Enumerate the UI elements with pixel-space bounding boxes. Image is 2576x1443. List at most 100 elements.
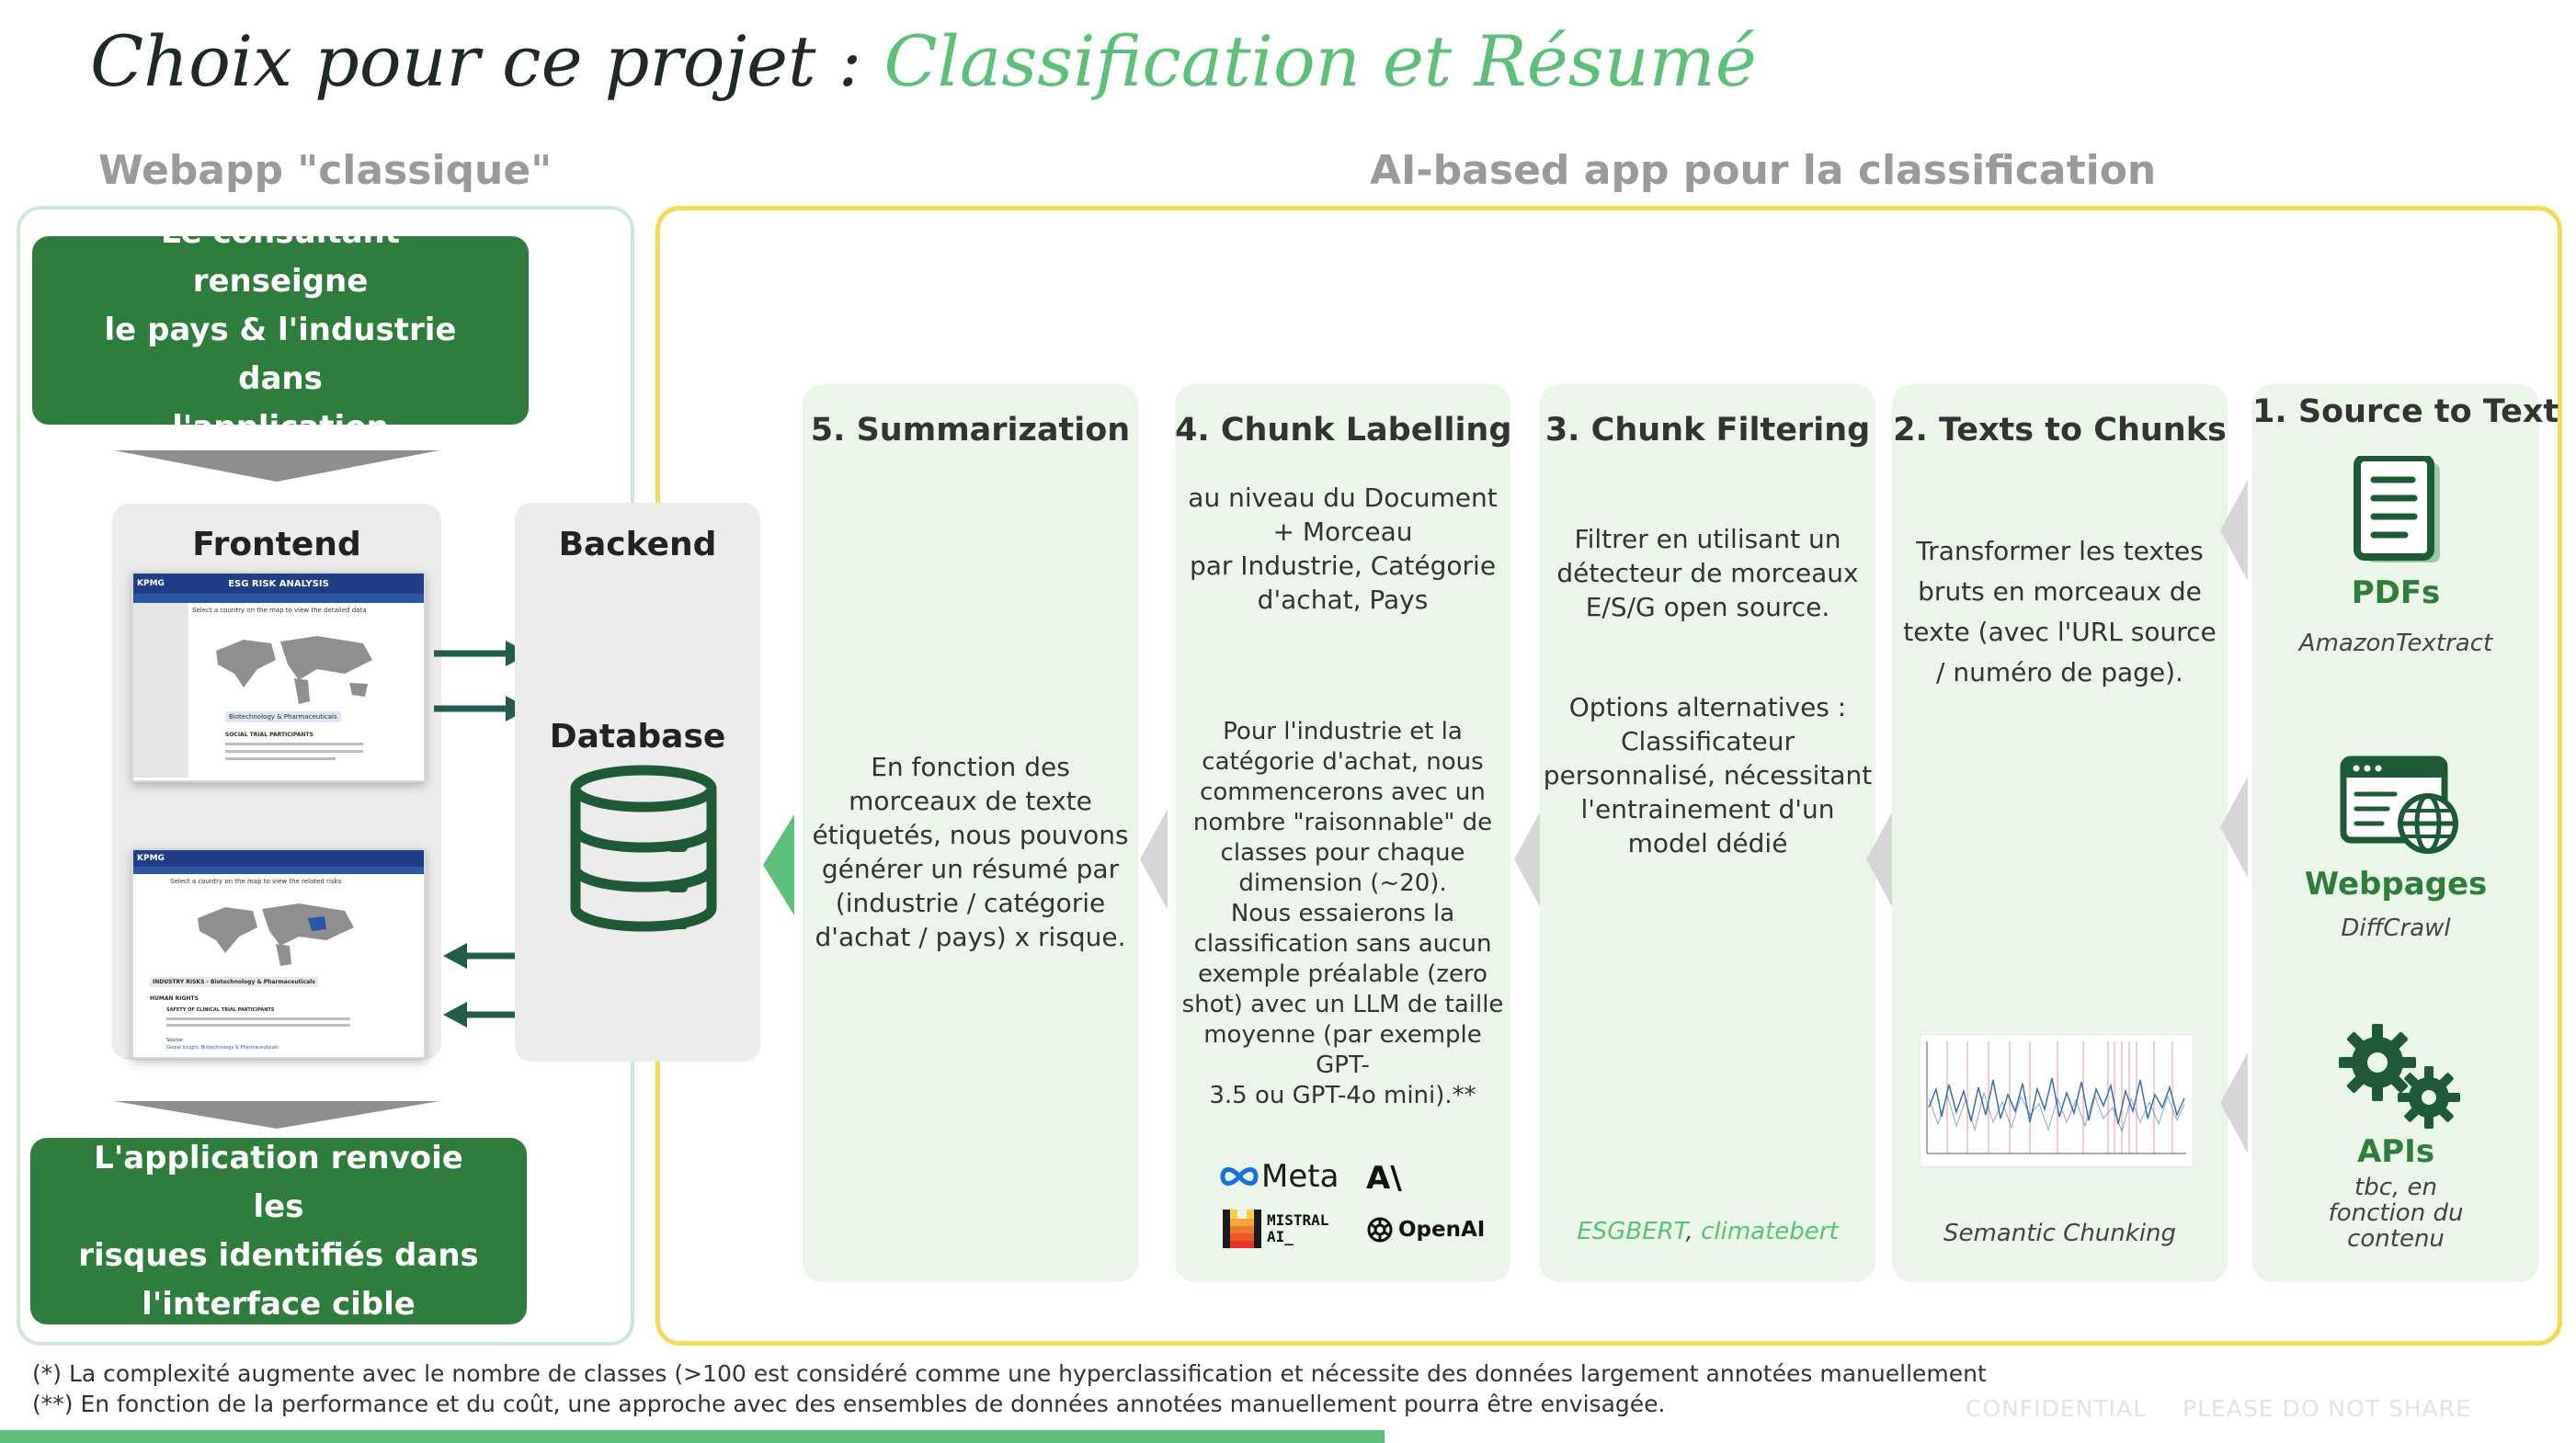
section-header-webapp: Webapp "classique": [98, 147, 553, 194]
down-arrow-icon: [114, 1101, 439, 1129]
meta-label: Meta: [1261, 1158, 1339, 1195]
input-box: Le consultant renseigne le pays & l'indu…: [32, 214, 529, 446]
chunks-tool: Semantic Chunking: [1943, 1220, 2177, 1247]
frontend-label: Frontend: [192, 526, 361, 563]
mistral-label: AI_: [1267, 1228, 1294, 1245]
esgbert-label: ESGBERT: [1577, 1218, 1686, 1245]
openai-label: OpenAI: [1398, 1218, 1486, 1242]
openai-logo: OpenAI: [1365, 1215, 1485, 1244]
frontend-screenshot-2: KPMG Select a country on the map to view…: [131, 848, 426, 1059]
mistral-logo: MISTRAL AI_: [1223, 1210, 1328, 1248]
screenshot-prompt: Select a country on the map to view the …: [170, 878, 342, 885]
text-line: moyenne (par exemple GPT-: [1203, 1021, 1482, 1079]
text-line: Transformer les textes: [1916, 536, 2204, 566]
screenshot-prompt: Select a country on the map to view the …: [192, 607, 367, 614]
left-arrow-icon: [763, 814, 794, 915]
pdfs-label: PDFs: [2351, 574, 2441, 611]
text-line: 3.5 ou GPT-4o mini).**: [1209, 1082, 1476, 1109]
text-line: texte (avec l'URL source: [1903, 617, 2217, 647]
text-line: catégorie d'achat, nous: [1202, 748, 1484, 776]
section-header-ai-app: AI-based app pour la classification: [1370, 147, 2157, 194]
backend-label: Backend: [558, 526, 717, 563]
text-line: contenu: [2347, 1225, 2445, 1253]
backend-panel: [515, 503, 760, 1062]
output-box: L'application renvoie les risques identi…: [30, 1138, 527, 1324]
text-line: Pour l'industrie et la: [1223, 718, 1463, 745]
text-line: model dédié: [1627, 828, 1788, 858]
summarization-title: 5. Summarization: [810, 412, 1131, 449]
filtering-text-1: Filtrer en utilisant un détecteur de mor…: [1540, 522, 1875, 624]
text-line: générer un résumé par: [821, 854, 1120, 884]
gears-icon: [2339, 1024, 2460, 1129]
mistral-label: MISTRAL: [1267, 1211, 1329, 1229]
meta-infinity-icon: [1220, 1167, 1259, 1186]
tools-separator: ,: [1685, 1218, 1702, 1245]
text-line: étiquetés, nous pouvons: [812, 820, 1129, 850]
text-line: + Morceau: [1272, 517, 1413, 547]
text-line: l'entrainement d'un: [1580, 794, 1835, 824]
filtering-text-2: Options alternatives : Classificateur pe…: [1540, 690, 1875, 860]
anthropic-logo: A\: [1366, 1160, 1402, 1197]
screenshot-link: Global Insight: Biotechnology & Pharmace…: [166, 1045, 279, 1051]
labelling-text-2: Pour l'industrie et la catégorie d'achat…: [1180, 717, 1506, 1111]
filtering-tools: ESGBERT, climatebert: [1540, 1218, 1875, 1245]
do-not-share-label: PLEASE DO NOT SHARE: [2183, 1395, 2471, 1422]
confidential-label: CONFIDENTIAL: [1966, 1395, 2148, 1422]
meta-logo: Meta: [1219, 1158, 1339, 1195]
openai-icon: [1367, 1217, 1393, 1243]
chunks-title: 2. Texts to Chunks: [1893, 412, 2227, 449]
filtering-title: 3. Chunk Filtering: [1544, 412, 1871, 449]
input-box-line: le pays & l'industrie dans: [104, 312, 457, 397]
screenshot-title: ESG RISK ANALYSIS: [228, 578, 329, 589]
apis-tool: tbc, en fonction du contenu: [2252, 1175, 2539, 1252]
document-icon: [2354, 456, 2440, 562]
text-line: Options alternatives :: [1568, 692, 1847, 722]
left-arrow-icon: [2220, 480, 2248, 581]
source-title: 1. Source to Text: [2252, 393, 2559, 430]
text-line: Nous essaierons la: [1230, 900, 1455, 927]
left-arrow-icon: [1866, 809, 1894, 910]
footnote-1: (*) La complexité augmente avec le nombr…: [32, 1360, 1987, 1387]
text-line: Filtrer en utilisant un: [1574, 524, 1841, 554]
text-line: au niveau du Document: [1188, 483, 1498, 513]
progress-bar: [0, 1430, 1385, 1443]
summarization-text: En fonction des morceaux de texte étique…: [803, 750, 1138, 954]
text-line: Classificateur: [1620, 726, 1795, 756]
output-box-line: risques identifiés dans: [78, 1236, 479, 1274]
labelling-text-1: au niveau du Document + Morceau par Indu…: [1175, 481, 1510, 617]
webpages-label: Webpages: [2304, 866, 2488, 903]
footnote-2: (**) En fonction de la performance et du…: [32, 1391, 1666, 1417]
screenshot-section: SOCIAL TRIAL PARTICIPANTS: [225, 732, 313, 738]
screenshot-section: HUMAN RIGHTS: [150, 995, 199, 1002]
screenshot-source: Source:: [166, 1038, 184, 1043]
kpmg-logo: KPMG: [137, 854, 165, 863]
mistral-icon: [1223, 1210, 1261, 1248]
text-line: tbc, en: [2354, 1174, 2437, 1201]
text-line: classes pour chaque: [1220, 839, 1465, 867]
filtering-column: [1540, 384, 1875, 1282]
screenshot-header: KPMG: [133, 850, 424, 867]
left-arrow-icon: [1140, 809, 1168, 910]
text-line: / numéro de page).: [1936, 657, 2183, 687]
screenshot-industry: Biotechnology & Pharmaceuticals: [225, 711, 341, 722]
input-box-line: l'application: [172, 409, 389, 446]
down-arrow-icon: [114, 450, 439, 482]
left-arrow-icon: [2220, 777, 2248, 878]
screenshot-industry: INDUSTRY RISKS - Biotechnology & Pharmac…: [150, 977, 318, 987]
apis-label: APIs: [2356, 1133, 2435, 1170]
webpages-tool: DiffCrawl: [2341, 915, 2451, 942]
webpage-globe-icon: [2340, 756, 2458, 854]
frontend-screenshot-1: KPMG ESG RISK ANALYSIS Select a country …: [131, 572, 426, 782]
text-line: En fonction des: [871, 752, 1070, 782]
summarization-column: [803, 384, 1138, 1282]
text-line: morceaux de texte: [849, 786, 1092, 816]
text-line: d'achat / pays) x risque.: [815, 922, 1126, 952]
text-line: classification sans aucun: [1193, 930, 1492, 958]
world-map-icon: [198, 903, 354, 966]
text-line: fonction du: [2328, 1199, 2464, 1227]
screenshot-subsection: SAFETY OF CLINICAL TRIAL PARTICIPANTS: [166, 1007, 275, 1013]
database-icon: [570, 765, 717, 932]
title-accent: Classification et Résumé: [883, 20, 1757, 102]
semantic-chunking-plot-image: [1920, 1034, 2194, 1167]
screenshot-header: KPMG ESG RISK ANALYSIS: [133, 574, 424, 594]
